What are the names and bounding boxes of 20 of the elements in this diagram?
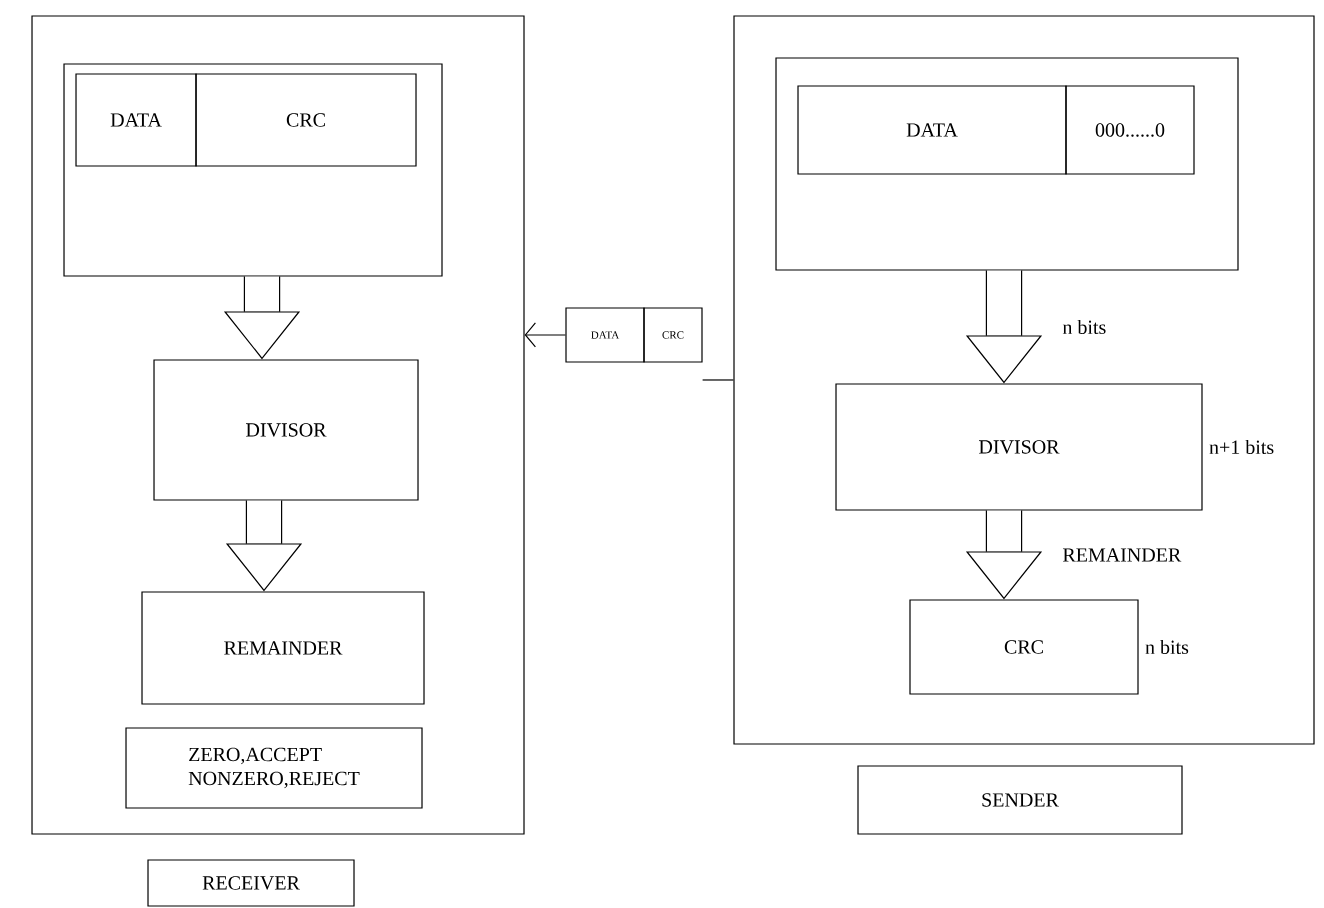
bit-label: n bits [1145, 639, 1189, 654]
field-cell: DATA [75, 73, 197, 167]
process-box: CRC [909, 599, 1139, 695]
result-box: ZERO,ACCEPT NONZERO,REJECT [125, 727, 423, 809]
process-box: DIVISOR [153, 359, 419, 501]
frame [733, 15, 1315, 745]
edge-label: n bits [1062, 319, 1106, 334]
title-box: SENDER [857, 765, 1183, 835]
title-box: RECEIVER [147, 859, 355, 907]
container-box [63, 63, 443, 277]
process-box: DIVISOR [835, 383, 1203, 511]
field-cell: CRC [195, 73, 417, 167]
bit-label: n+1 bits [1209, 439, 1274, 454]
arrow [524, 322, 566, 348]
edge-label: REMAINDER [1062, 548, 1182, 562]
process-box: REMAINDER [141, 591, 425, 705]
container-box [775, 57, 1239, 271]
field-cell: 000......0 [1065, 85, 1195, 175]
field-cell: DATA [797, 85, 1067, 175]
frame [31, 15, 525, 835]
